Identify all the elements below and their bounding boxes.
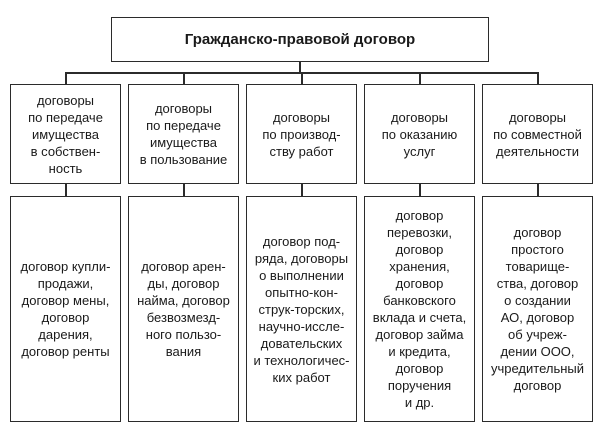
category-box-services: договоры по оказанию услуг — [364, 84, 475, 184]
root-title: Гражданско-правовой договор — [184, 30, 416, 48]
category-label: договоры по передаче имущества в собстве… — [28, 92, 103, 176]
examples-list: договор простого товарище- ства, договор… — [490, 225, 585, 393]
category-box-property-ownership: договоры по передаче имущества в собстве… — [10, 84, 121, 184]
connector-col-1 — [65, 72, 67, 84]
examples-list: договор арен- ды, договор найма, договор… — [137, 259, 230, 359]
connector-col-4 — [419, 72, 421, 84]
examples-list: договор перевозки, договор хранения, дог… — [372, 208, 467, 410]
category-label: договоры по совместной деятельности — [493, 109, 582, 159]
examples-box-joint-activity: договор простого товарище- ства, договор… — [482, 196, 593, 422]
examples-list: договор купли- продажи, договор мены, до… — [20, 259, 111, 359]
connector-detail-1 — [65, 183, 67, 196]
examples-list: договор под- ряда, договоры о выполнении… — [253, 233, 350, 385]
root-connector-stem — [299, 61, 301, 73]
connector-col-2 — [183, 72, 185, 84]
category-label: договоры по оказанию услуг — [381, 109, 458, 159]
connector-detail-5 — [537, 183, 539, 196]
examples-box-works: договор под- ряда, договоры о выполнении… — [246, 196, 357, 422]
examples-box-services: договор перевозки, договор хранения, дог… — [364, 196, 475, 422]
connector-col-5 — [537, 72, 539, 84]
examples-box-property-use: договор арен- ды, договор найма, договор… — [128, 196, 239, 422]
connector-col-3 — [301, 72, 303, 84]
examples-box-property-ownership: договор купли- продажи, договор мены, до… — [10, 196, 121, 422]
root-node: Гражданско-правовой договор — [111, 17, 489, 62]
category-box-works: договоры по производ- ству работ — [246, 84, 357, 184]
category-label: договоры по производ- ству работ — [262, 109, 341, 159]
connector-detail-3 — [301, 183, 303, 196]
connector-detail-2 — [183, 183, 185, 196]
connector-detail-4 — [419, 183, 421, 196]
category-box-joint-activity: договоры по совместной деятельности — [482, 84, 593, 184]
category-box-property-use: договоры по передаче имущества в пользов… — [128, 84, 239, 184]
category-label: договоры по передаче имущества в пользов… — [139, 101, 228, 167]
